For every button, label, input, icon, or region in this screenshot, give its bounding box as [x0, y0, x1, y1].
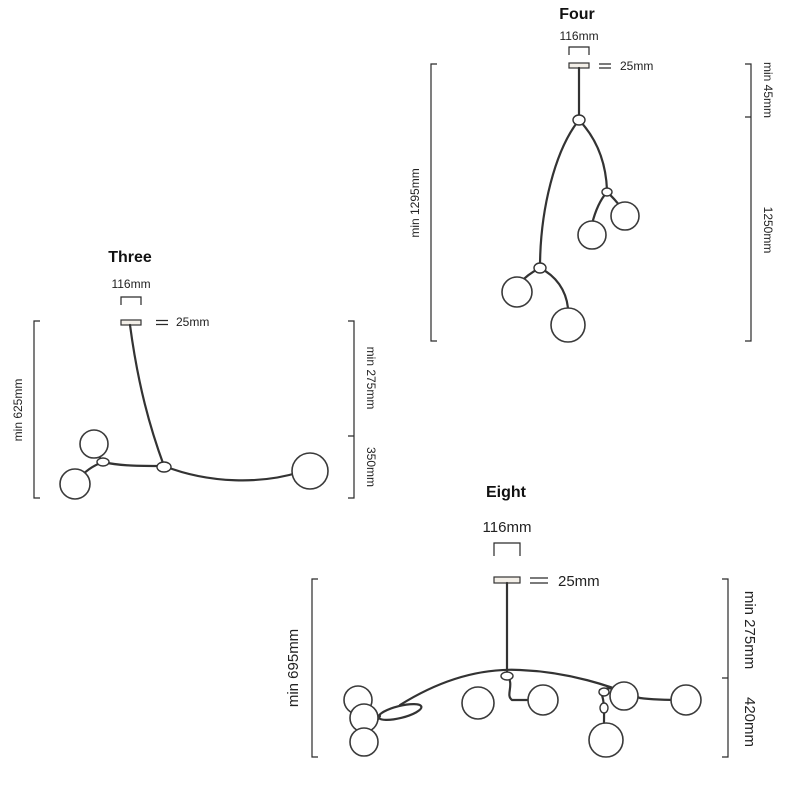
variant-three: Three 116mm 25mm min 625mm min 275mm 350… [11, 249, 378, 500]
canopy-width-bracket [568, 46, 590, 55]
glass-globe [550, 307, 586, 343]
variant-four-title: Four [559, 6, 595, 23]
variant-three-body-height: 350mm [364, 447, 378, 487]
canopy-width-bracket [493, 542, 521, 556]
variant-four-canopy-width: 116mm [559, 29, 598, 43]
joint [156, 461, 172, 473]
variant-eight-drop-height: min 275mm [741, 591, 758, 669]
joint [96, 457, 110, 467]
canopy-height-marker [599, 63, 611, 69]
arm [162, 464, 302, 482]
variant-eight-canopy-height: 25mm [558, 573, 600, 590]
variant-four-total-height: min 1295mm [408, 168, 422, 237]
glass-globe [609, 681, 639, 711]
glass-globe [79, 429, 109, 459]
arm [101, 460, 166, 468]
arm [538, 266, 570, 310]
variant-three-total-height: min 625mm [11, 379, 25, 442]
arm [590, 190, 609, 226]
variant-three-canopy-height: 25mm [176, 315, 209, 329]
variant-three-title: Three [108, 249, 152, 266]
variant-eight-canopy-width: 116mm [483, 519, 532, 536]
variant-eight: Eight 116mm 25mm min 695mm min 275mm 420… [285, 484, 758, 758]
canopy-height-marker [530, 577, 548, 584]
canopy-height-marker [156, 319, 168, 326]
joint [533, 262, 547, 274]
variant-four-canopy-height: 25mm [620, 59, 653, 73]
variant-four-drop-height: min 45mm [761, 62, 775, 118]
canopy-width-bracket [120, 296, 142, 305]
joint [598, 687, 610, 697]
variant-four: Four 116mm 25mm min 1295mm min 45mm 1250… [408, 6, 775, 343]
glass-globe [59, 468, 91, 500]
joint [500, 671, 514, 681]
arm [577, 118, 609, 192]
variant-four-body-height: 1250mm [761, 207, 775, 254]
glass-globe [610, 201, 640, 231]
suspension-rod [128, 323, 166, 468]
arm [538, 118, 581, 270]
glass-globe [577, 220, 607, 250]
ceiling-canopy [120, 319, 142, 326]
variant-eight-title: Eight [486, 484, 527, 501]
joint [599, 702, 609, 714]
height-bracket-right [722, 578, 729, 758]
variant-three-canopy-width: 116mm [111, 277, 150, 291]
glass-globe [349, 727, 379, 757]
glass-globe [501, 276, 533, 308]
glass-globe [527, 684, 559, 716]
variant-eight-total-height: min 695mm [285, 629, 302, 707]
arm [398, 668, 642, 707]
glass-globe [461, 686, 495, 720]
joint [601, 187, 613, 197]
glass-globe [588, 722, 624, 758]
variant-three-drop-height: min 275mm [364, 347, 378, 410]
total-height-bracket [33, 320, 40, 499]
glass-globe [291, 452, 329, 490]
joint [572, 114, 586, 126]
glass-globe [670, 684, 702, 716]
height-bracket-right [745, 63, 752, 342]
variant-eight-body-height: 420mm [741, 697, 758, 747]
height-bracket-right [348, 320, 355, 499]
total-height-bracket [311, 578, 318, 758]
total-height-bracket [430, 63, 437, 342]
